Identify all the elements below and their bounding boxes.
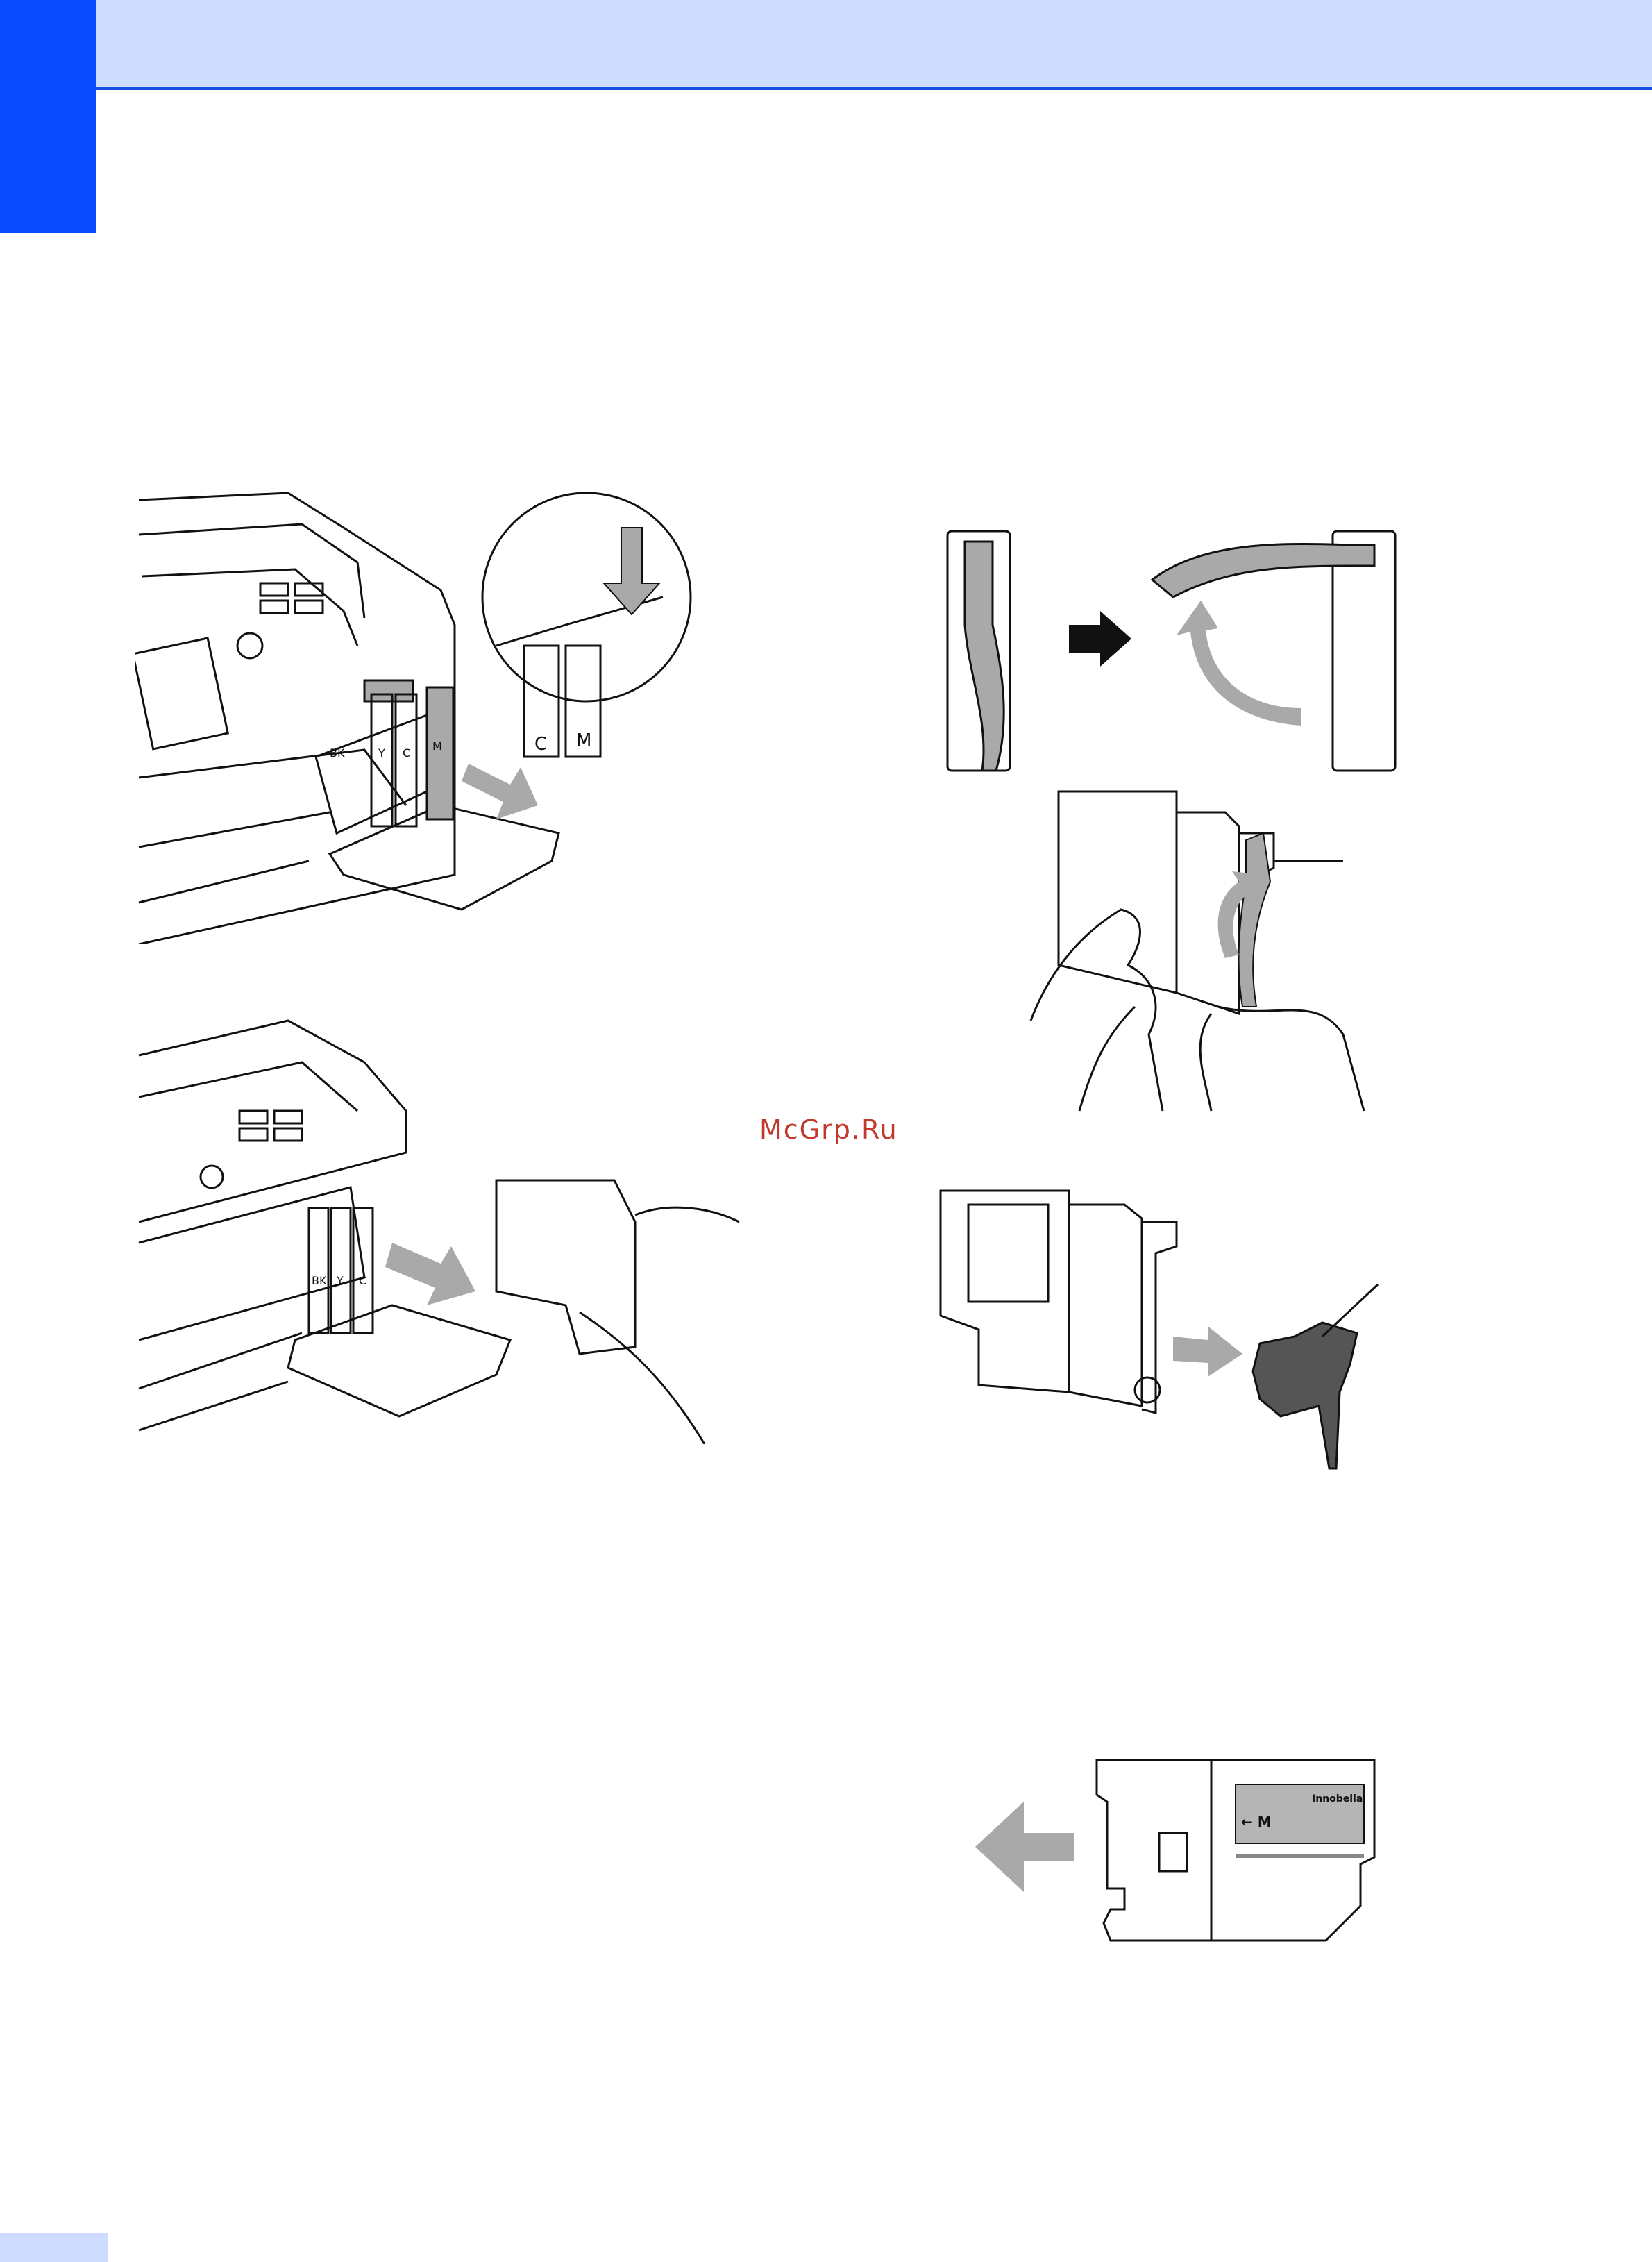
cartridge-label-y-2: Y — [336, 1274, 344, 1287]
figure-printer-remove-cartridge: BK Y C — [135, 1014, 760, 1444]
cap-arrow-icon — [1173, 1326, 1242, 1377]
next-step-arrow-icon — [1069, 611, 1131, 667]
cartridge-label-c-2: C — [359, 1274, 366, 1287]
cartridge-color-label: ← M — [1241, 1813, 1272, 1830]
cartridge-label-y: Y — [378, 746, 385, 760]
chapter-side-tab — [0, 0, 96, 233]
rotate-arrow-icon — [1177, 601, 1301, 726]
header-band — [0, 0, 1652, 90]
cartridge-label-m: M — [432, 739, 442, 753]
cartridge-brand: Innobella — [1312, 1793, 1363, 1804]
figure-printer-release-lever: BK Y C M C M — [135, 486, 760, 944]
lever-closed-icon — [965, 542, 1004, 771]
zoom-label-c: C — [534, 734, 547, 755]
insert-direction-arrow-icon — [975, 1802, 1074, 1892]
cap-callout-line — [1322, 1284, 1378, 1337]
pull-out-arrow-icon — [462, 764, 538, 819]
cover-lever-icon — [1239, 833, 1270, 1007]
figure-lever-rotation — [934, 514, 1419, 791]
figure-hands-remove-cover — [1010, 785, 1426, 1118]
watermark-text: McGrp.Ru — [759, 1114, 898, 1145]
figure-cartridge-remove-cap — [934, 1184, 1419, 1482]
zoom-label-m: M — [576, 730, 591, 751]
remove-arrow-icon — [385, 1243, 475, 1305]
cartridge-label-bk-2: BK — [312, 1274, 327, 1287]
lever-open-icon — [1152, 544, 1374, 597]
figure-cartridge-insert: Innobella ← M — [972, 1753, 1388, 1947]
cartridge-label-bk: BK — [330, 746, 345, 760]
footer-page-tab — [0, 2233, 108, 2262]
protective-cap-icon — [1253, 1323, 1357, 1468]
cartridge-label-c: C — [403, 746, 410, 760]
